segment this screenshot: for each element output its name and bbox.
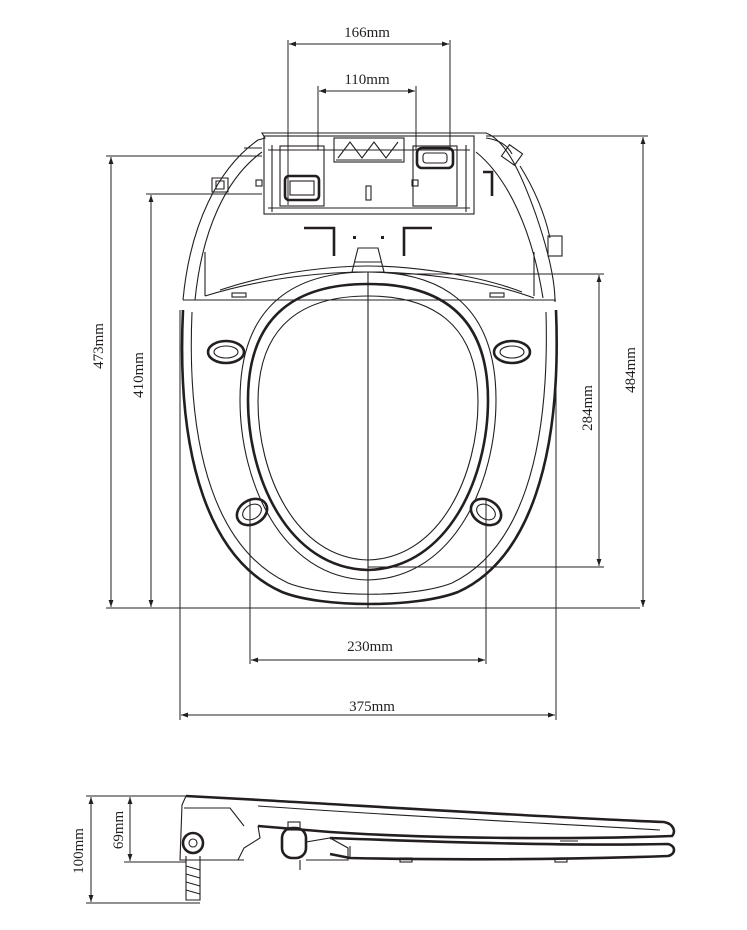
left-nozzle-block (279, 145, 325, 207)
label-100: 100mm (71, 828, 87, 874)
right-nozzle-slot (415, 146, 455, 170)
side-view (179, 794, 676, 901)
right-nozzle-block (412, 145, 458, 207)
label-69: 69mm (111, 811, 127, 850)
label-484: 484mm (623, 347, 639, 393)
label-473: 473mm (91, 323, 107, 369)
body-top-inner (194, 151, 263, 301)
seat-bumper-2 (554, 857, 568, 863)
bumper-bottom-right (469, 497, 503, 527)
left-nozzle-inner (289, 180, 315, 196)
hinge-bracket (305, 837, 349, 861)
seat-bumper-1 (399, 857, 413, 863)
seat-outer-outline (180, 309, 558, 606)
hose-line (519, 165, 551, 239)
control-module (263, 135, 475, 215)
dimension-lines (106, 40, 648, 720)
water-inlet-core (188, 838, 198, 848)
hinge-post (280, 826, 308, 860)
marker-dot-right (381, 236, 384, 239)
label-410: 410mm (131, 352, 147, 398)
vent-grille (333, 137, 405, 163)
right-nozzle-inner (422, 152, 448, 164)
rear-body (179, 795, 261, 861)
label-375: 375mm (349, 699, 395, 715)
side-dimension-lines: 100mm 69mm (71, 795, 200, 904)
right-bracket (483, 170, 494, 196)
rim-arc (219, 265, 523, 293)
hose-connector (500, 143, 524, 167)
dimension-labels: 166mm 110mm 473mm 410mm 284mm 484mm 230m… (91, 25, 639, 715)
inlet-thread (185, 865, 201, 895)
lid-inner-line (257, 805, 661, 831)
label-230: 230mm (347, 639, 393, 655)
bumper-top-left (206, 339, 246, 365)
label-166: 166mm (344, 25, 390, 41)
marker-dot-left (353, 236, 356, 239)
left-nozzle-slot (283, 174, 321, 202)
rim-clip-right (489, 292, 505, 298)
body-top-outline (182, 132, 556, 303)
bumper-top-right (492, 339, 532, 365)
lid-profile (185, 794, 676, 840)
hose-top (485, 137, 513, 155)
vent-zigzag (337, 141, 399, 159)
rear-body-inner (184, 807, 245, 827)
water-inlet-ring (181, 831, 205, 855)
top-view (180, 132, 563, 608)
side-knob (547, 235, 563, 257)
body-top-inner-right (475, 151, 544, 299)
seat-outer-inner-line (190, 311, 547, 595)
module-screw-right (411, 179, 419, 187)
seat-profile (329, 836, 676, 861)
module-screw-left (255, 179, 263, 187)
left-connector (211, 177, 229, 193)
label-110: 110mm (344, 72, 390, 88)
lower-right-bracket (402, 226, 432, 256)
bumper-bottom-left (235, 497, 269, 527)
left-connector-inner (215, 180, 225, 190)
center-indicator (365, 185, 372, 201)
label-284: 284mm (580, 385, 596, 431)
lower-left-bracket (304, 226, 336, 256)
center-tab (351, 247, 385, 273)
rim-clip-left (231, 292, 247, 298)
hinge-cap (287, 821, 301, 831)
